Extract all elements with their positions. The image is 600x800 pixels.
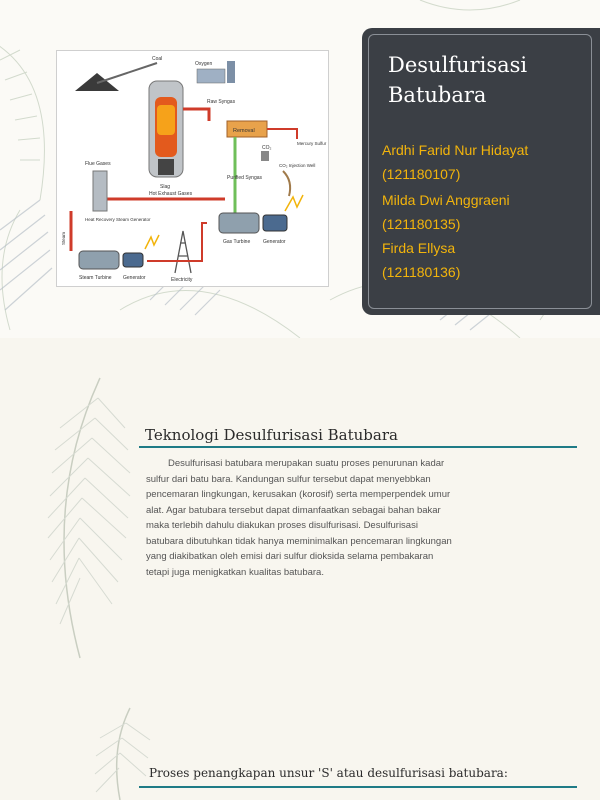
- svg-text:Purified Syngas: Purified Syngas: [227, 175, 263, 181]
- svg-text:Electricity: Electricity: [171, 277, 193, 283]
- process-subheading: Proses penangkapan unsur 'S' atau desulf…: [149, 766, 508, 780]
- paragraph-line: alat. Agar batubara tersebut dapat diman…: [146, 504, 441, 516]
- card-border: [368, 34, 592, 309]
- section-heading: Teknologi Desulfurisasi Batubara: [145, 426, 398, 444]
- svg-text:Hot Exhaust Gases: Hot Exhaust Gases: [149, 191, 193, 197]
- feather-decoration: [47, 377, 151, 800]
- svg-text:CO₂: CO₂: [262, 145, 272, 151]
- svg-text:CO₂ Injection Well: CO₂ Injection Well: [279, 163, 315, 168]
- svg-text:Removal: Removal: [233, 128, 255, 134]
- author-2-name: Milda Dwi Anggraeni: [382, 192, 510, 208]
- paragraph-line: yang diakibatkan oleh emisi dari sulfur …: [146, 551, 434, 562]
- paragraph-line: Desulfurisasi batubara merupakan suatu p…: [168, 458, 445, 469]
- author-3: Firda Ellysa (121180136): [382, 236, 592, 284]
- svg-text:Raw Syngas: Raw Syngas: [207, 99, 236, 105]
- content-slide: Teknologi Desulfurisasi Batubara Desulfu…: [0, 338, 600, 800]
- paragraph-line: batubara dibutuhkan tidak hanya meminima…: [146, 535, 452, 547]
- coal-gasification-diagram: Coal Oxygen Slag Raw Syngas Removal Merc…: [56, 50, 329, 287]
- svg-text:Coal: Coal: [152, 56, 162, 62]
- svg-text:Gas Turbine: Gas Turbine: [223, 239, 250, 245]
- deck-title: Desulfurisasi Batubara: [388, 53, 528, 107]
- subheading-rule: [139, 786, 577, 788]
- svg-text:Oxygen: Oxygen: [195, 61, 212, 67]
- heading-rule: [139, 446, 577, 448]
- svg-text:Flue Gases: Flue Gases: [85, 161, 111, 167]
- title-slide: Coal Oxygen Slag Raw Syngas Removal Merc…: [0, 0, 600, 338]
- svg-text:Heat Recovery Steam Generator: Heat Recovery Steam Generator: [85, 217, 151, 222]
- paragraph-line: pencemaran lingkungan, kerusakan (korosi…: [146, 489, 451, 500]
- author-3-name: Firda Ellysa: [382, 240, 456, 256]
- author-3-id: (121180136): [382, 264, 461, 280]
- paragraph-line: maka terlebih dahulu diakukan proses dis…: [146, 520, 418, 531]
- svg-text:Generator: Generator: [123, 275, 146, 281]
- svg-text:Generator: Generator: [263, 239, 286, 245]
- body-paragraph: Desulfurisasi batubara merupakan suatu p…: [146, 456, 546, 580]
- author-1-id: (121180107): [382, 166, 461, 182]
- paragraph-line: tetapi juga menigkatkan kualitas batubar…: [146, 566, 324, 578]
- svg-text:Slag: Slag: [160, 184, 170, 190]
- author-1: Ardhi Farid Nur Hidayat (121180107): [382, 138, 592, 186]
- svg-text:Steam Turbine: Steam Turbine: [79, 275, 112, 281]
- svg-text:Mercury Sulfur: Mercury Sulfur: [297, 141, 327, 146]
- paragraph-line: sulfur dari batu bara. Kandungan sulfur …: [146, 473, 431, 485]
- author-2: Milda Dwi Anggraeni (121180135): [382, 188, 592, 236]
- title-card: Desulfurisasi Batubara Ardhi Farid Nur H…: [362, 28, 600, 315]
- author-2-id: (121180135): [382, 216, 461, 232]
- svg-text:Steam: Steam: [61, 232, 66, 245]
- author-1-name: Ardhi Farid Nur Hidayat: [382, 142, 529, 158]
